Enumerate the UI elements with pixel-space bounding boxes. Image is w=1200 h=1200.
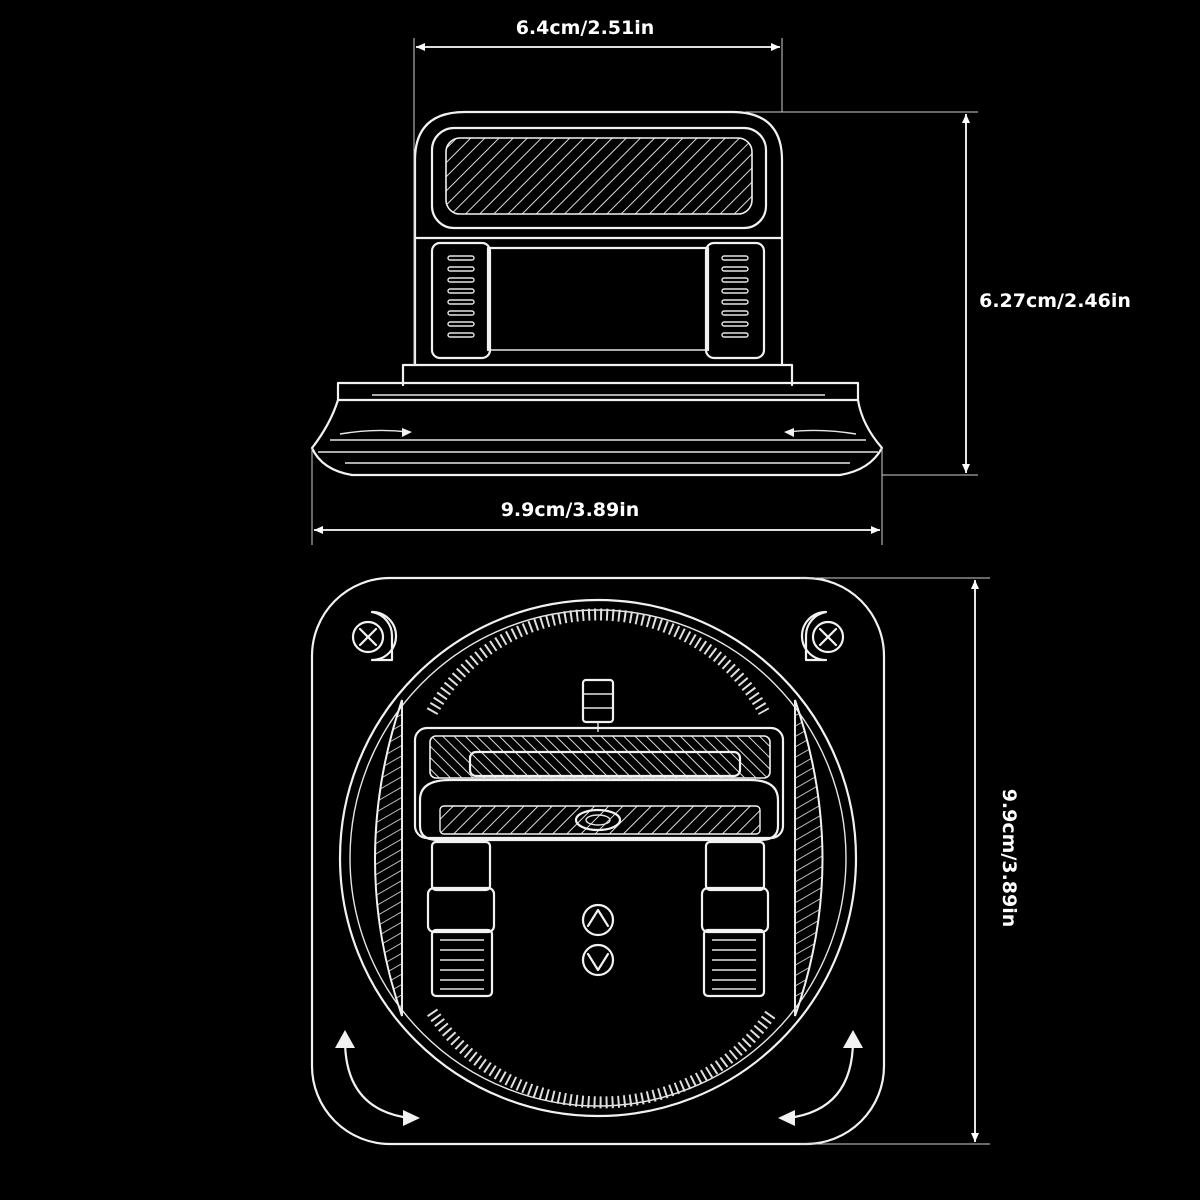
top-view [310, 576, 886, 1146]
handle-outer [413, 110, 784, 367]
left-leg [430, 241, 492, 360]
side-view [310, 110, 884, 477]
right-grip-panel [794, 699, 824, 1017]
handle-top [413, 726, 785, 840]
curved-rotate-arrow-icon [339, 429, 409, 435]
left-leg-slots [447, 255, 475, 338]
curved-rotate-arrow-icon [778, 1030, 863, 1126]
base-square [310, 576, 886, 1146]
dimension-top-width: 6.4cm/2.51in [413, 17, 783, 365]
curved-rotate-arrow-icon [787, 429, 857, 435]
handle-grip [430, 126, 768, 230]
suction-base [310, 381, 884, 477]
dimension-label-top-width: 6.4cm/2.51in [516, 17, 655, 39]
dimension-base-width: 9.9cm/3.89in [311, 448, 883, 545]
handle-bar-top [418, 778, 780, 842]
dimension-label-height: 6.27cm/2.46in [979, 290, 1131, 312]
latch [581, 678, 615, 724]
dimension-square-side: 9.9cm/3.89in [800, 577, 1020, 1145]
handle-grip-texture [445, 137, 753, 215]
left-leg-top [426, 840, 496, 998]
ring-texture-top [426, 608, 770, 715]
dimension-label-square-side: 9.9cm/3.89in [998, 789, 1020, 928]
right-leg [704, 241, 766, 360]
left-grip-panel [374, 699, 403, 1017]
right-leg-top [700, 840, 770, 998]
handle-opening [486, 246, 710, 352]
right-leg-slots [721, 255, 749, 338]
suction-disc [338, 598, 858, 1118]
handle-top-texture [429, 735, 771, 779]
collar [401, 363, 794, 387]
screw-x-icon [800, 610, 845, 662]
curved-rotate-arrow-icon [335, 1030, 420, 1126]
dimension-height: 6.27cm/2.46in [745, 111, 1131, 476]
screw-x-icon [351, 610, 398, 662]
up-down-arrow-icon [581, 903, 615, 977]
dimension-label-base-width: 9.9cm/3.89in [501, 499, 640, 521]
